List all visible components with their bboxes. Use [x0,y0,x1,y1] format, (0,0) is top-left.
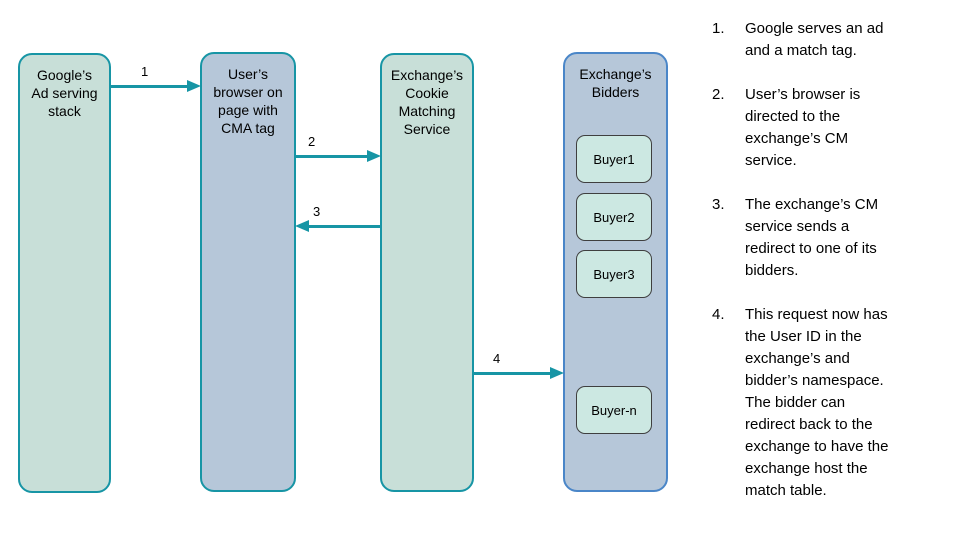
arrow-4-label: 4 [493,351,501,366]
step-text: The exchange’s CM service sends a redire… [745,196,879,279]
node-bidders-label: Exchange’s Bidders [579,66,652,100]
arrow-4-head-icon [550,367,564,379]
buyer3-box: Buyer3 [576,250,652,298]
step-number: 4. [712,306,725,323]
step-item-3: 3. The exchange’s CM service sends a red… [712,194,960,282]
arrow-1-label: 1 [141,64,149,79]
arrow-4-cm-to-bidders: 4 [474,351,564,379]
arrow-2-head-icon [367,150,381,162]
step-item-2: 2. User’s browser is directed to the exc… [712,84,960,172]
step-text: This request now has the User ID in the … [745,306,889,499]
step-number: 1. [712,20,725,37]
node-google-label: Google’s Ad serving stack [31,67,98,119]
buyer2-box: Buyer2 [576,193,652,241]
arrow-3-label: 3 [313,204,321,219]
node-cookie-matching-service: Exchange’s Cookie Matching Service [380,53,474,492]
buyer-n-box: Buyer-n [576,386,652,434]
arrow-2-browser-to-cm: 2 [296,134,381,162]
arrow-1-head-icon [187,80,201,92]
step-item-1: 1. Google serves an ad and a match tag. [712,18,960,62]
arrow-1-google-to-browser: 1 [111,64,201,92]
arrow-3-head-icon [295,220,309,232]
node-user-browser: User’s browser on page with CMA tag [200,52,296,492]
node-cm-service-label: Exchange’s Cookie Matching Service [390,67,464,137]
arrow-2-label: 2 [308,134,316,149]
step-text: Google serves an ad and a match tag. [745,20,884,59]
buyer1-box: Buyer1 [576,135,652,183]
node-google-ad-serving-stack: Google’s Ad serving stack [18,53,111,493]
step-number: 3. [712,196,725,213]
step-item-4: 4. This request now has the User ID in t… [712,304,960,502]
node-exchange-bidders: Exchange’s Bidders Buyer1 Buyer2 Buyer3 … [563,52,668,492]
steps-list: 1. Google serves an ad and a match tag. … [712,18,960,524]
node-browser-label: User’s browser on page with CMA tag [213,66,283,136]
arrow-3-cm-to-browser: 3 [295,204,380,232]
step-number: 2. [712,86,725,103]
step-text: User’s browser is directed to the exchan… [745,86,861,169]
